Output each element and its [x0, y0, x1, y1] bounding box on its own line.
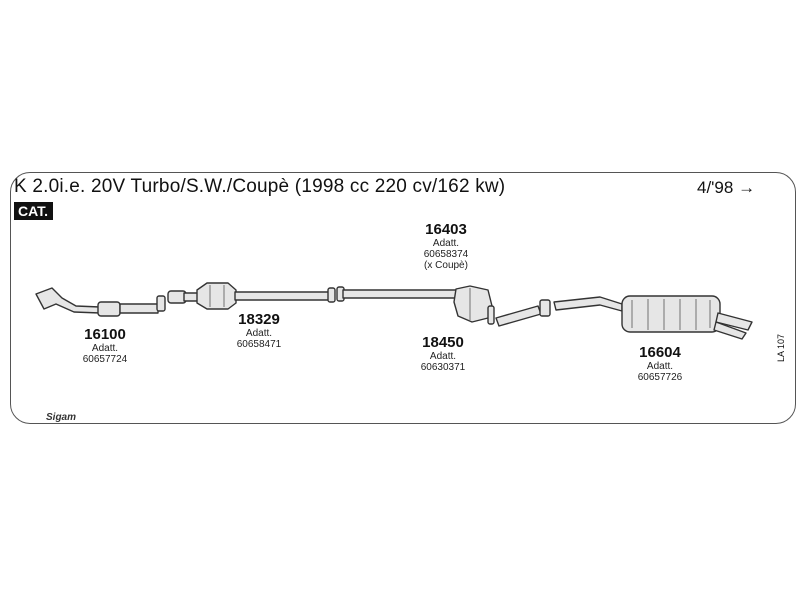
part-adatt-label: Adatt. [432, 238, 460, 249]
part-note: (x Coupè) [424, 260, 468, 271]
part-number: 16604 [639, 344, 681, 361]
part-adatt-label: Adatt. [245, 328, 273, 339]
date-text: 4/'98 [697, 178, 734, 197]
intermediate-pipe-part [336, 285, 495, 325]
arrow-right-icon: → [738, 178, 756, 197]
part-adatt-code: 60657726 [637, 372, 683, 383]
part-adatt-label: Adatt. [91, 343, 119, 354]
part-number: 16100 [84, 326, 126, 343]
part-label-18450: 18450 Adatt. 60630371 [408, 334, 478, 374]
part-label-16100: 16100 Adatt. 60657724 [70, 326, 140, 366]
part-adatt-label: Adatt. [646, 361, 674, 372]
adapter-pipe-part [495, 299, 551, 327]
brand-logo: Sigam [46, 412, 77, 423]
diagram-title: K 2.0i.e. 20V Turbo/S.W./Coupè (1998 cc … [14, 176, 506, 197]
part-adatt-code: 60658471 [236, 339, 282, 350]
part-label-18329: 18329 Adatt. 60658471 [224, 311, 294, 351]
date-label: 4/'98 → [697, 178, 755, 198]
rear-silencer-part [553, 295, 753, 340]
front-pipe-part [35, 287, 166, 317]
reference-code: LA 107 [776, 333, 786, 362]
part-label-16403: 16403 Adatt. 60658374 (x Coupè) [411, 221, 481, 272]
part-adatt-label: Adatt. [429, 351, 457, 362]
part-label-16604: 16604 Adatt. 60657726 [625, 344, 695, 384]
cat-badge: CAT. [14, 202, 54, 220]
part-adatt-code: 60630371 [420, 362, 466, 373]
part-number: 18329 [238, 311, 280, 328]
catalytic-converter-part [167, 282, 336, 310]
part-number: 18450 [422, 334, 464, 351]
part-number: 16403 [425, 221, 467, 238]
part-adatt-code: 60657724 [82, 354, 128, 365]
diagram-frame [10, 172, 796, 424]
part-adatt-code: 60658374 [423, 249, 469, 260]
